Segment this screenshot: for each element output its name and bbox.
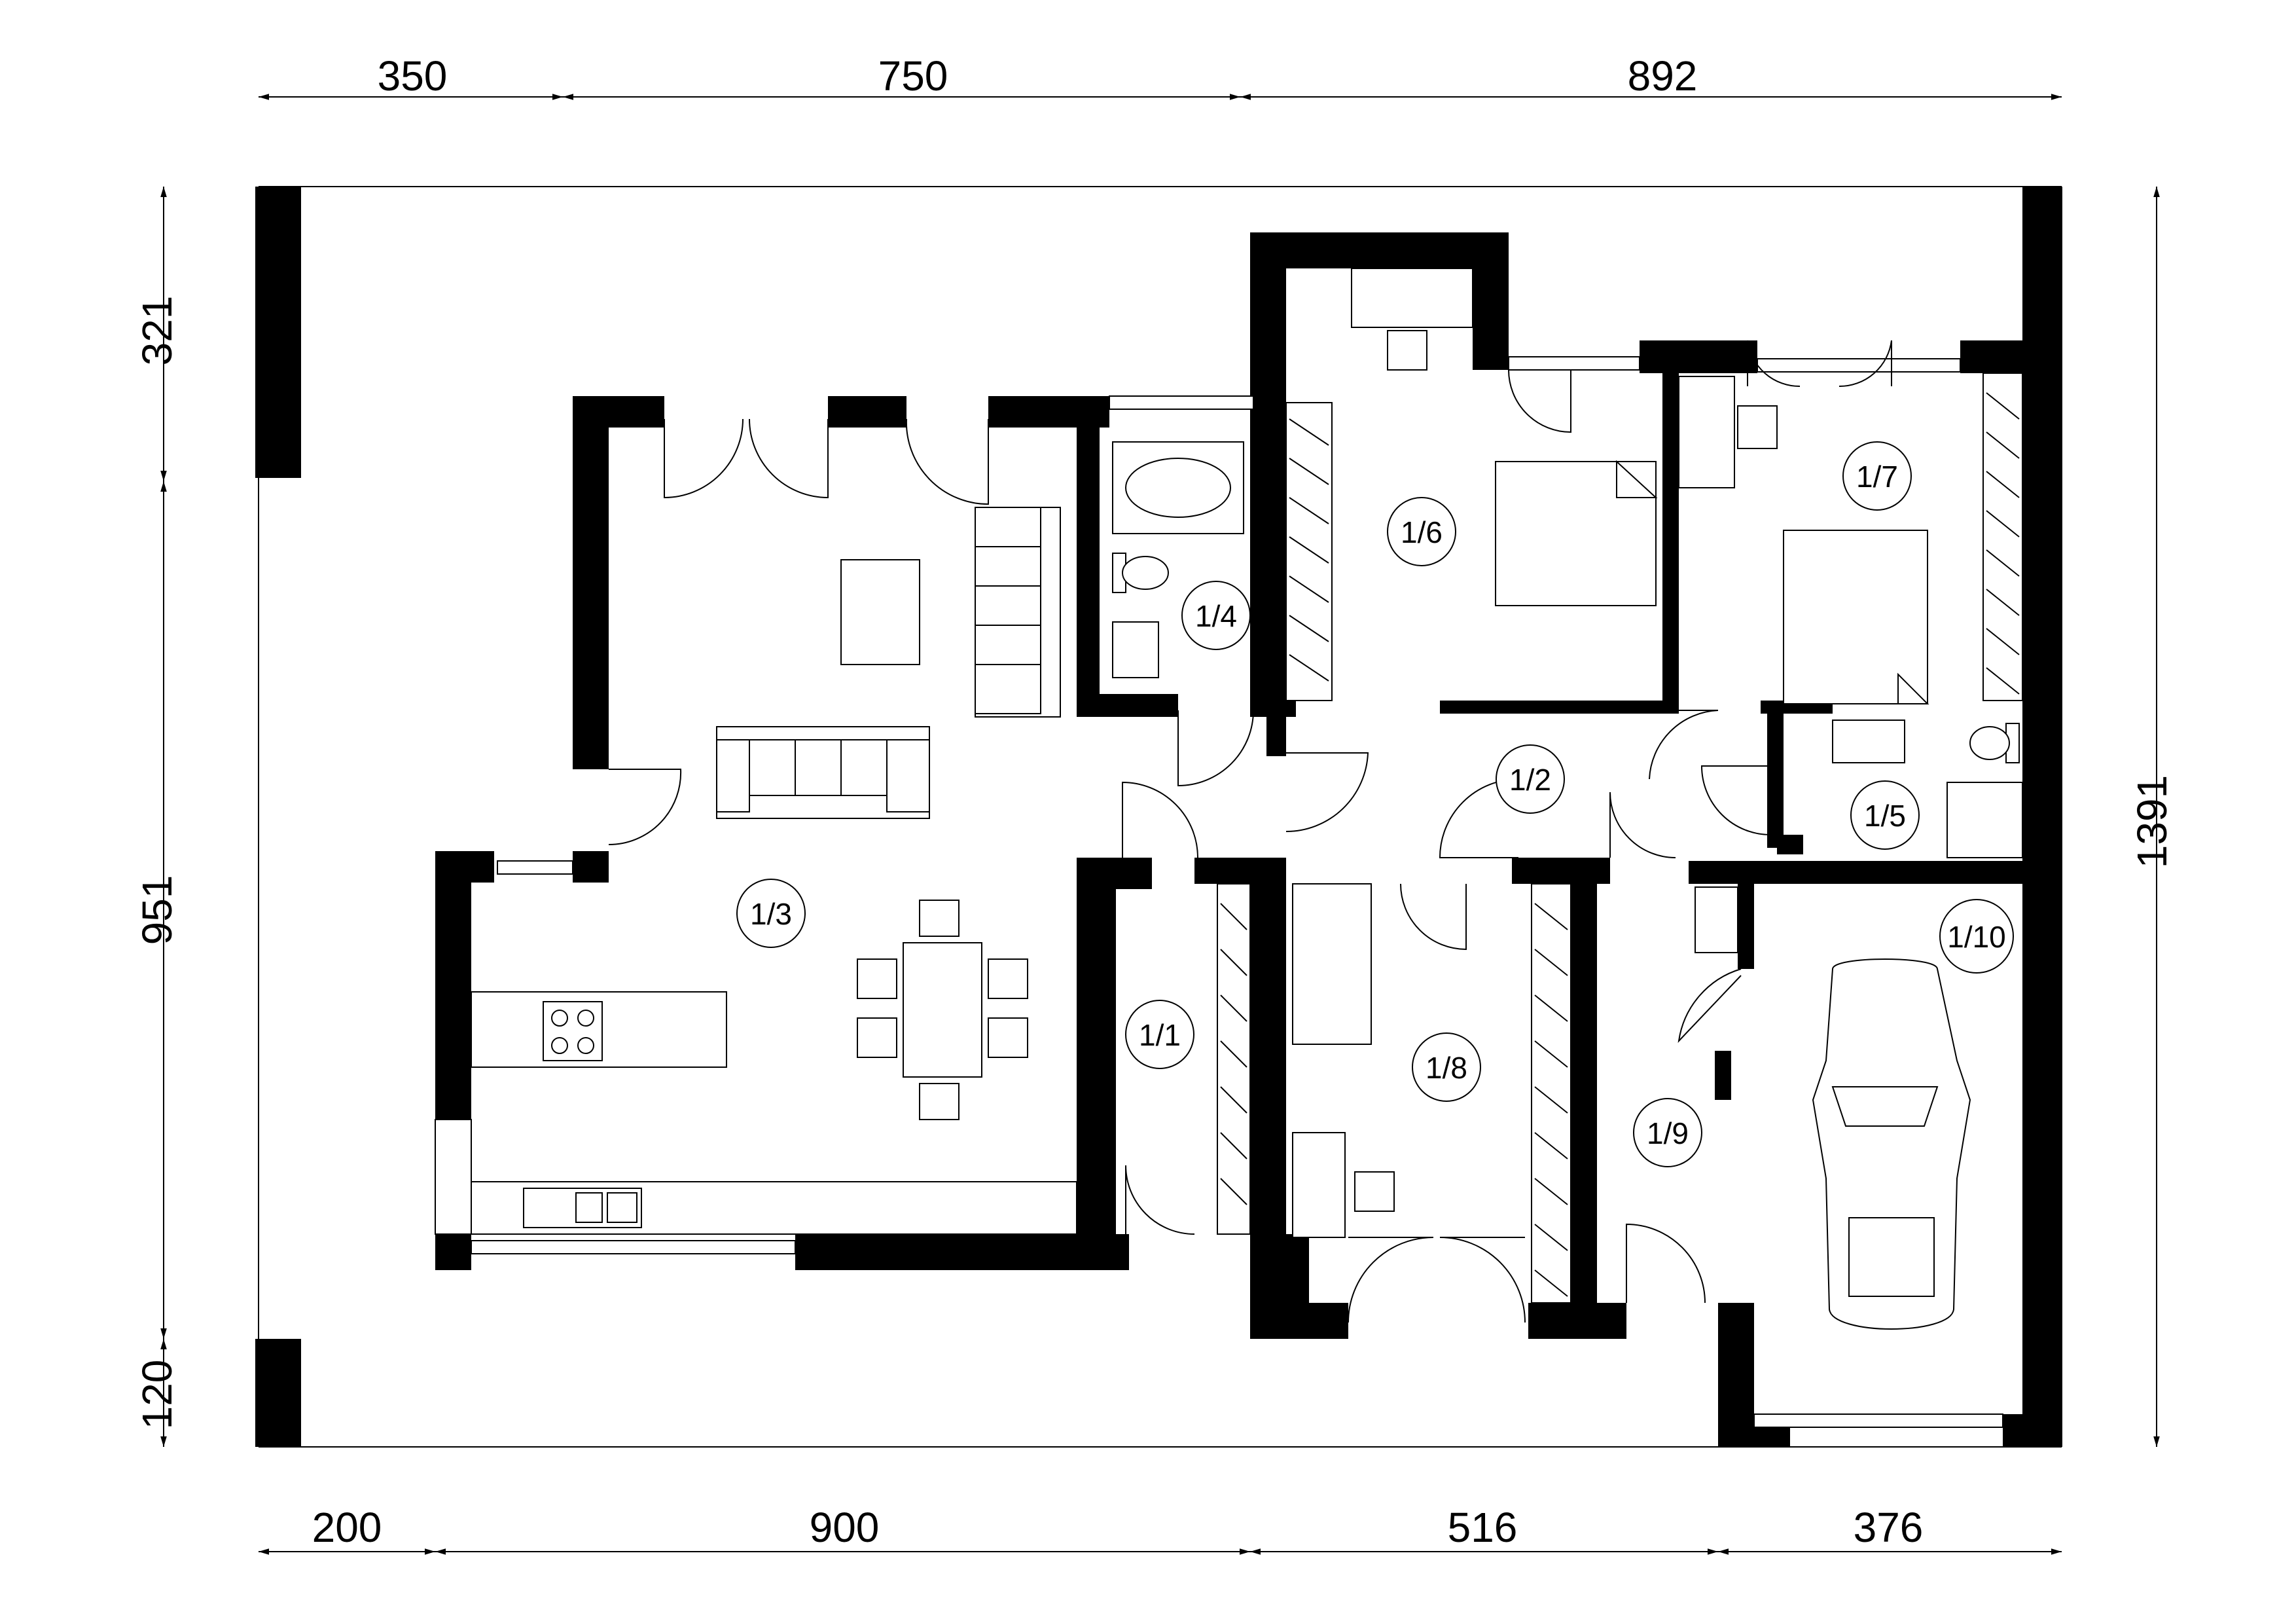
- dim-left-2: 951: [134, 875, 181, 945]
- sofa-icon: [975, 507, 1061, 718]
- chair-icon: [919, 900, 960, 937]
- chair-icon: [988, 1017, 1028, 1058]
- desk-icon: [1678, 376, 1735, 488]
- room-label-1-3: 1/3: [750, 897, 792, 931]
- desk-icon: [1292, 883, 1372, 1045]
- dim-right-1: 1391: [2128, 775, 2176, 868]
- door-swing-icon: [608, 340, 1892, 1323]
- chair-icon: [857, 958, 897, 999]
- walls: [435, 232, 2062, 1447]
- room-label-1-10: 1/10: [1947, 920, 2006, 954]
- bed-icon: [1495, 460, 1658, 606]
- room-label-1-2: 1/2: [1509, 763, 1551, 797]
- car-icon: [1812, 958, 1971, 1330]
- room-label-1-9: 1/9: [1647, 1116, 1689, 1150]
- dim-top-1: 350: [378, 52, 448, 100]
- chair-icon: [919, 1083, 960, 1120]
- table-icon: [903, 942, 982, 1078]
- dim-left-3: 120: [134, 1360, 181, 1430]
- dim-bottom-1: 200: [312, 1504, 382, 1551]
- room-label-1-6: 1/6: [1401, 515, 1443, 549]
- bathtub-icon: [1112, 441, 1244, 534]
- wardrobe-icon: [1217, 883, 1251, 1235]
- desk-icon: [1351, 268, 1473, 328]
- windows: [435, 356, 2003, 1428]
- chair-icon: [988, 958, 1028, 999]
- wardrobe-icon: [1982, 373, 2023, 701]
- wardrobe-icon: [1285, 402, 1333, 701]
- dim-bottom-3: 516: [1448, 1504, 1518, 1551]
- stove-icon: [543, 1001, 603, 1061]
- sink-icon: [1112, 621, 1159, 678]
- desk-icon: [1292, 1132, 1346, 1238]
- room-label-1-8: 1/8: [1426, 1051, 1467, 1085]
- chair-icon: [1737, 405, 1778, 449]
- chair-icon: [1387, 330, 1427, 371]
- sink-icon: [1832, 720, 1905, 763]
- bed-icon: [1783, 530, 1929, 704]
- room-label-1-5: 1/5: [1864, 799, 1906, 833]
- dim-bottom-4: 376: [1854, 1504, 1924, 1551]
- dim-top-2: 750: [878, 52, 948, 100]
- wardrobe-icon: [1531, 883, 1571, 1304]
- room-label-1-4: 1/4: [1195, 599, 1237, 633]
- chair-icon: [857, 1017, 897, 1058]
- dimension-lines: 350 750 892 200 900 516 376 321 951 120 …: [134, 52, 2176, 1555]
- table-icon: [840, 559, 920, 665]
- toilet-icon: [1969, 723, 2020, 763]
- dim-left-1: 321: [134, 296, 181, 366]
- room-label-1-1: 1/1: [1139, 1018, 1181, 1052]
- site-outline: [255, 186, 2062, 1448]
- dim-top-3: 892: [1628, 52, 1698, 100]
- sink-icon: [1695, 886, 1738, 953]
- sink-icon: [523, 1188, 642, 1228]
- furniture: [471, 268, 2023, 1330]
- room-label-1-7: 1/7: [1856, 460, 1898, 494]
- dim-bottom-2: 900: [810, 1504, 880, 1551]
- room-labels: 1/3 1/4 1/6 1/7 1/2 1/5 1/1 1/8 1/9 1/10: [736, 441, 2014, 1167]
- shower-icon: [1946, 782, 2023, 858]
- chair-icon: [1354, 1171, 1395, 1212]
- toilet-icon: [1112, 553, 1169, 593]
- sofa-icon: [716, 726, 930, 819]
